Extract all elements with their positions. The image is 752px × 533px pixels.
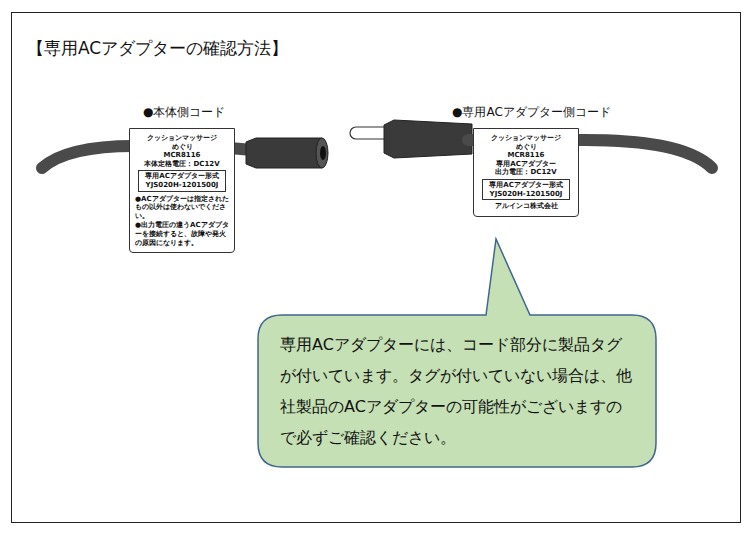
tag-text: 専用ACアダプター形式 xyxy=(141,172,223,181)
tag-text: MCR8116 xyxy=(479,151,573,160)
heading: 【専用ACアダプターの確認方法】 xyxy=(27,37,288,60)
socket-body xyxy=(246,138,322,168)
plug-body xyxy=(384,120,472,158)
tag-text: アルインコ株式会社 xyxy=(479,202,573,211)
tag-text: 専用ACアダプター形式 xyxy=(485,181,567,190)
section-label: ●専用ACアダプター側コード xyxy=(452,104,611,121)
tag-text: クッションマッサージ xyxy=(479,134,573,143)
socket-hole xyxy=(320,146,326,160)
tag-text: ●出力電圧の違うACアダプターを接続すると、故障や発火の原因になります。 xyxy=(135,221,229,247)
tag-text: 本体定格電圧：DC12V xyxy=(135,160,229,169)
callout-bubble: 専用ACアダプターには、コード部分に製品タグが付いています。タグが付いていない場… xyxy=(258,315,656,467)
tag-text: 出力電圧：DC12V xyxy=(479,168,573,177)
product-tag: クッションマッサージめぐりMCR8116本体定格電圧：DC12V ●ACアダプター… xyxy=(129,128,235,253)
frame-border xyxy=(12,13,741,523)
tag-text: めぐり xyxy=(479,143,573,152)
model-box: 専用ACアダプター形式YJS020H-1201500J xyxy=(138,170,226,191)
callout-text: 専用ACアダプターには、コード部分に製品タグが付いています。タグが付いていない場… xyxy=(280,329,636,453)
tag-text: ●ACアダプターは指定されたもの以外は使わないでください。 xyxy=(135,195,229,221)
socket-end xyxy=(316,138,328,168)
tag-text: めぐり xyxy=(135,143,229,152)
tag-text: MCR8116 xyxy=(135,151,229,160)
cord xyxy=(42,146,134,168)
product-tag: クッションマッサージめぐりMCR8116専用ACアダプター出力電圧：DC12V ア… xyxy=(473,128,579,217)
section-label: ●本体側コード xyxy=(143,104,225,121)
tag-text: YJS020H-1201500J xyxy=(141,181,223,190)
tag-text: YJS020H-1201500J xyxy=(485,190,567,199)
model-box: 専用ACアダプター形式YJS020H-1201500J xyxy=(482,179,570,200)
tag-text: クッションマッサージ xyxy=(135,134,229,143)
tag-text: 専用ACアダプター xyxy=(479,160,573,169)
bubble-shape xyxy=(258,239,656,467)
